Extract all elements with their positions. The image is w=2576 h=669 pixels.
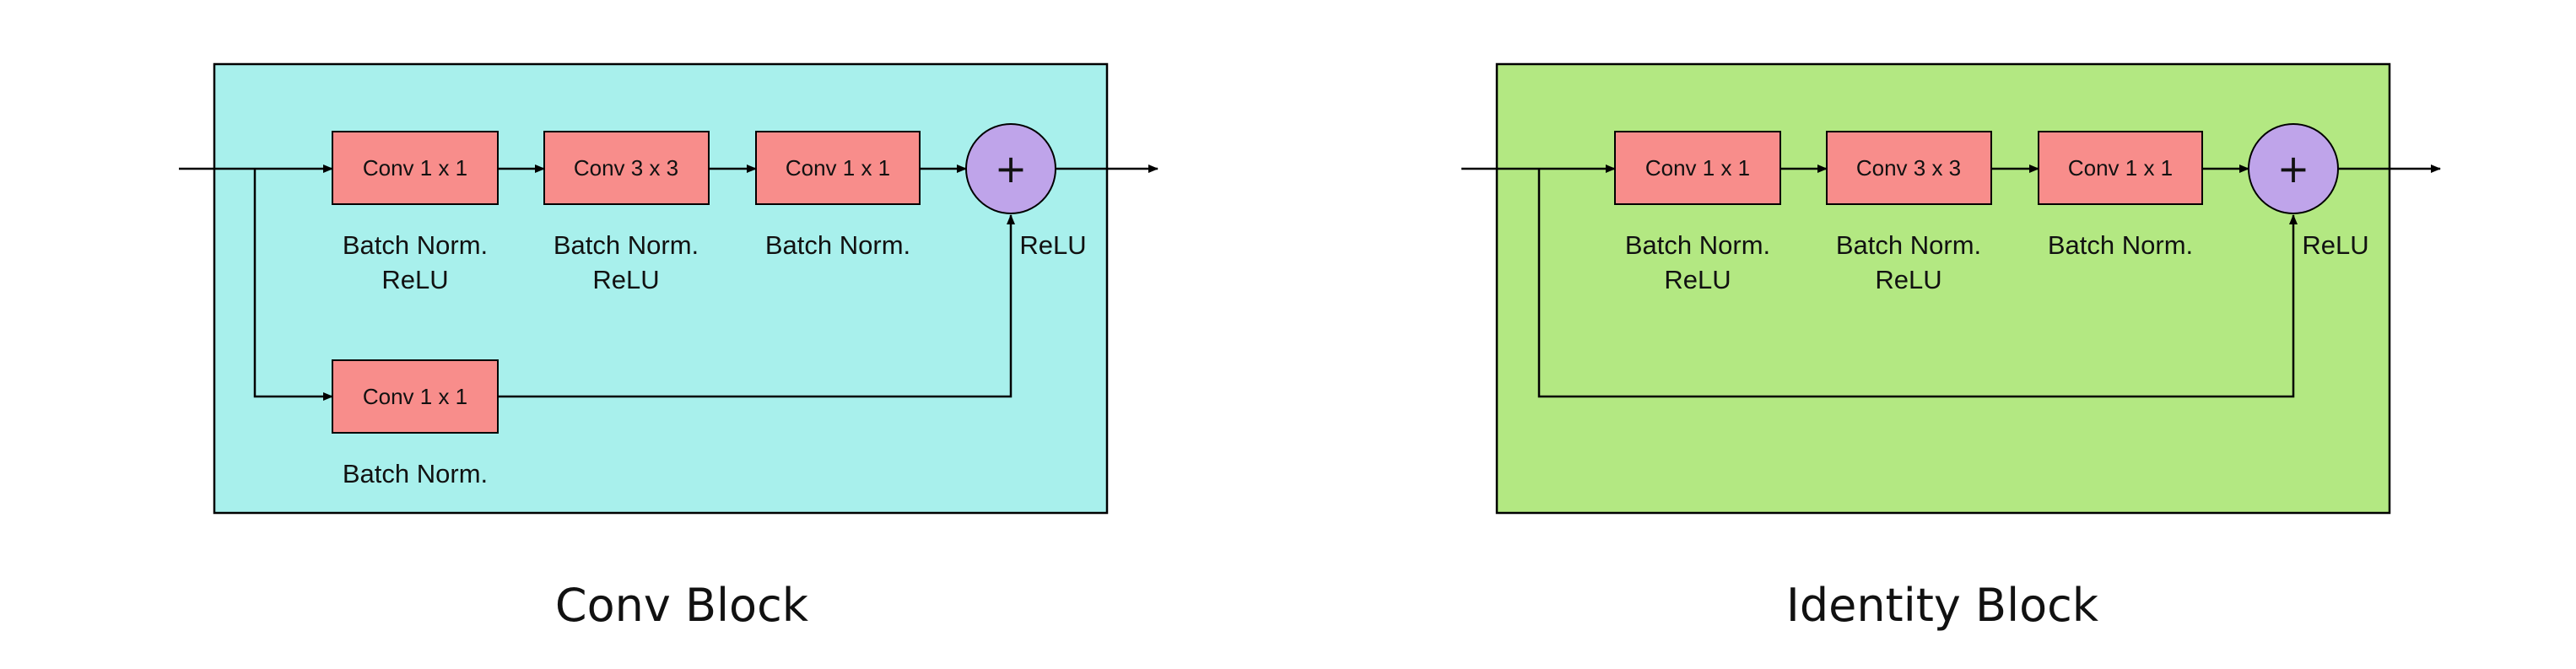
conv-layer-2-note-2: ReLU: [592, 265, 659, 294]
conv-layer-1-note-1: Batch Norm.: [343, 230, 488, 260]
conv-layer-3-note-1: Batch Norm.: [765, 230, 910, 260]
identity-block-caption: Identity Block: [1786, 579, 2099, 632]
identity-skip-connection: [1537, 169, 2298, 398]
identity-add-node: + ReLU: [2248, 123, 2369, 260]
conv-shortcut-box: [332, 359, 499, 434]
identity-layer-2: Conv 3 x 3 Batch Norm. ReLU: [1826, 131, 1992, 294]
conv-shortcut-layer: Conv 1 x 1 Batch Norm.: [332, 359, 499, 488]
conv-add-symbol: +: [995, 146, 1028, 192]
conv-layer-2: Conv 3 x 3 Batch Norm. ReLU: [543, 131, 710, 294]
identity-add-note: ReLU: [2302, 230, 2368, 260]
identity-layer-2-note-1: Batch Norm.: [1836, 230, 1981, 260]
conv-shortcut-branch: [253, 169, 333, 401]
conv-layer-1-label: Conv 1 x 1: [363, 155, 467, 181]
identity-layer-2-note-2: ReLU: [1875, 265, 1941, 294]
identity-layer-3-note-1: Batch Norm.: [2048, 230, 2193, 260]
conv-layer-2-note-1: Batch Norm.: [554, 230, 699, 260]
conv-shortcut-label: Conv 1 x 1: [363, 384, 467, 409]
conv-layer-2-box: [543, 131, 710, 205]
conv-add-node: + ReLU: [965, 123, 1087, 260]
conv-shortcut-to-add: [498, 214, 1015, 398]
conv-layer-3-label: Conv 1 x 1: [786, 155, 890, 181]
conv-layer-3: Conv 1 x 1 Batch Norm.: [755, 131, 921, 260]
conv-layer-1-box: [332, 131, 499, 205]
identity-layer-3-box: [2038, 131, 2203, 205]
identity-layer-1-label: Conv 1 x 1: [1645, 155, 1750, 181]
identity-layer-1-note-1: Batch Norm.: [1625, 230, 1770, 260]
conv-layer-1: Conv 1 x 1 Batch Norm. ReLU: [332, 131, 499, 294]
conv-add-circle: [965, 123, 1056, 214]
conv-layer-2-label: Conv 3 x 3: [574, 155, 678, 181]
identity-layer-1: Conv 1 x 1 Batch Norm. ReLU: [1614, 131, 1781, 294]
identity-add-circle: [2248, 123, 2339, 214]
conv-block: Conv 1 x 1 Batch Norm. ReLU Conv 3 x 3 B…: [179, 62, 1158, 632]
conv-shortcut-note: Batch Norm.: [343, 459, 488, 488]
conv-add-note: ReLU: [1019, 230, 1086, 260]
identity-add-symbol: +: [2277, 146, 2310, 192]
identity-layer-1-note-2: ReLU: [1664, 265, 1731, 294]
identity-layer-2-box: [1826, 131, 1992, 205]
identity-layer-3: Conv 1 x 1 Batch Norm.: [2038, 131, 2203, 260]
identity-layer-2-label: Conv 3 x 3: [1856, 155, 1961, 181]
identity-layer-1-box: [1614, 131, 1781, 205]
identity-block: Conv 1 x 1 Batch Norm. ReLU Conv 3 x 3 B…: [1461, 62, 2441, 632]
conv-layer-1-note-2: ReLU: [381, 265, 448, 294]
conv-layer-3-box: [755, 131, 921, 205]
identity-layer-3-label: Conv 1 x 1: [2068, 155, 2173, 181]
conv-block-caption: Conv Block: [555, 579, 809, 632]
